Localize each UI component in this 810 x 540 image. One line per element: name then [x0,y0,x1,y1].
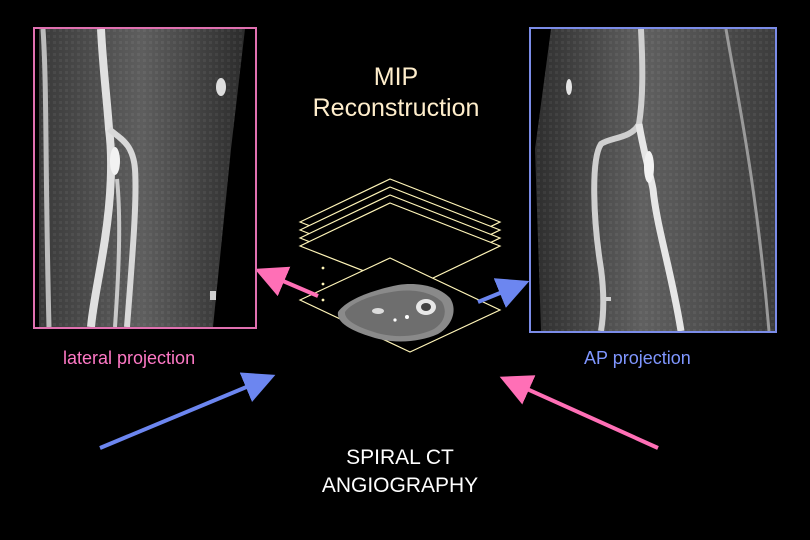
bottom-title-line-1: SPIRAL CT [346,446,454,469]
spiral-ct-angiography-title: SPIRAL CT ANGIOGRAPHY [290,444,510,500]
title-line-2: Reconstruction [312,94,480,122]
ct-slice-stack-icon [298,178,502,353]
ap-projection-image [529,27,777,333]
stack-ellipsis [321,266,325,302]
mip-reconstruction-title: MIP Reconstruction [250,62,542,124]
title-line-1: MIP [373,63,419,91]
projection-arrow-icon [499,375,659,450]
axial-ct-image [337,284,454,342]
projection-arrow-icon [477,278,530,308]
ap-projection-label: AP projection [584,348,691,368]
projection-arrow-icon [99,372,276,450]
bottom-title-line-2: ANGIOGRAPHY [321,474,479,497]
lateral-projection-image [33,27,257,329]
lateral-projection-label: lateral projection [63,348,196,368]
projection-arrow-icon [254,266,319,298]
